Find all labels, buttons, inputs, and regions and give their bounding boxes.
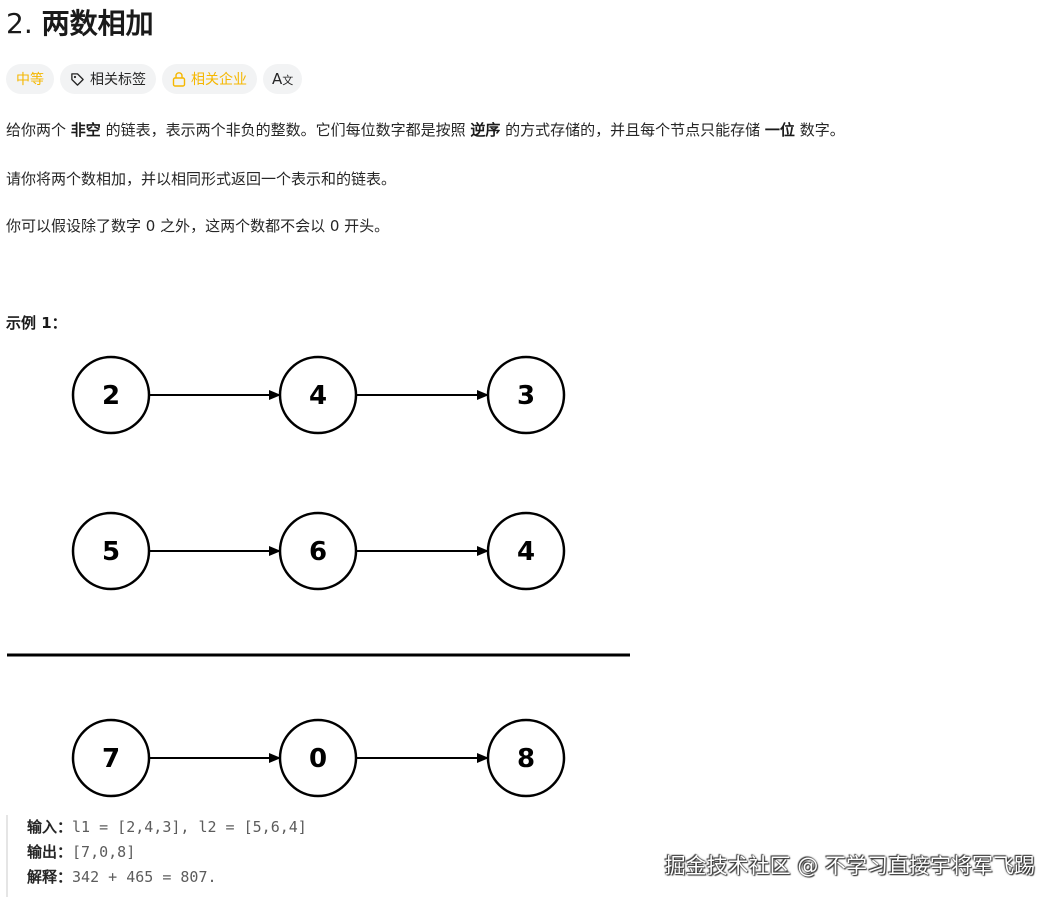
description-paragraph-3: 你可以假设除了数字 0 之外，这两个数都不会以 0 开头。 — [6, 217, 390, 235]
list-1-node — [71, 355, 151, 435]
list-1-node-value: 2 — [102, 381, 120, 411]
desc-text: 数字。 — [794, 121, 845, 139]
example-input-line: 输入：l1 = [2,4,3], l2 = [5,6,4] — [27, 815, 307, 840]
input-value: l1 = [2,4,3], l2 = [5,6,4] — [72, 818, 307, 836]
list-2-node-value: 5 — [102, 537, 120, 567]
result-row: 7 0 8 — [71, 718, 566, 798]
desc-bold-nonempty: 非空 — [70, 121, 101, 139]
example-title: 示例 1： — [6, 314, 67, 332]
list-1-node-value: 3 — [517, 381, 535, 411]
related-tags-label: 相关标签 — [90, 72, 146, 88]
list-2-node — [71, 511, 151, 591]
example-explain-line: 解释：342 + 465 = 807. — [27, 865, 307, 890]
list-1-row: 2 4 3 — [71, 355, 566, 435]
linked-list-diagram: 2 4 3 5 6 4 7 0 8 — [7, 355, 630, 798]
result-node — [278, 718, 358, 798]
result-node-value: 0 — [309, 744, 327, 774]
desc-bold-single-digit: 一位 — [764, 121, 795, 139]
list-2-row: 5 6 4 — [71, 511, 566, 591]
list-2-node — [278, 511, 358, 591]
description-paragraph-2: 请你将两个数相加，并以相同形式返回一个表示和的链表。 — [6, 170, 397, 188]
desc-text: 的链表，表示两个非负的整数。它们每位数字都是按照 — [100, 121, 471, 139]
result-node-value: 7 — [102, 744, 120, 774]
explain-label: 解释： — [27, 868, 73, 886]
desc-text: 给你两个 — [6, 121, 71, 139]
list-1-node-value: 4 — [309, 381, 327, 411]
translate-icon-letter: A — [272, 70, 283, 88]
desc-text: 的方式存储的，并且每个节点只能存储 — [500, 121, 765, 139]
related-companies-label: 相关企业 — [191, 72, 247, 88]
list-1-node — [486, 355, 566, 435]
lock-icon — [172, 72, 186, 87]
desc-bold-reverse: 逆序 — [470, 121, 501, 139]
description-paragraph-1: 给你两个 非空 的链表，表示两个非负的整数。它们每位数字都是按照 逆序 的方式存… — [6, 119, 845, 141]
example-output-line: 输出：[7,0,8] — [27, 840, 307, 865]
result-node — [486, 718, 566, 798]
list-2-node — [486, 511, 566, 591]
difficulty-badge[interactable]: 中等 — [6, 64, 54, 94]
output-label: 输出： — [27, 843, 73, 861]
output-value: [7,0,8] — [72, 843, 136, 861]
list-2-node-value: 6 — [309, 537, 327, 567]
related-tags-button[interactable]: 相关标签 — [60, 64, 156, 94]
result-node — [71, 718, 151, 798]
difficulty-label: 中等 — [16, 72, 44, 88]
explain-value: 342 + 465 = 807. — [72, 868, 217, 886]
problem-number: 2. — [6, 7, 33, 40]
example-code-block: 输入：l1 = [2,4,3], l2 = [5,6,4] 输出：[7,0,8]… — [6, 815, 307, 897]
result-node-value: 8 — [517, 744, 535, 774]
input-label: 输入： — [27, 818, 73, 836]
watermark: 掘金技术社区 @ 不学习直接宇将军飞踢 — [664, 854, 1035, 878]
problem-title: 2. 两数相加 — [6, 6, 154, 42]
list-2-node-value: 4 — [517, 537, 535, 567]
tag-icon — [71, 72, 84, 86]
list-1-node — [278, 355, 358, 435]
problem-name: 两数相加 — [41, 7, 154, 40]
related-companies-button[interactable]: 相关企业 — [162, 64, 257, 94]
